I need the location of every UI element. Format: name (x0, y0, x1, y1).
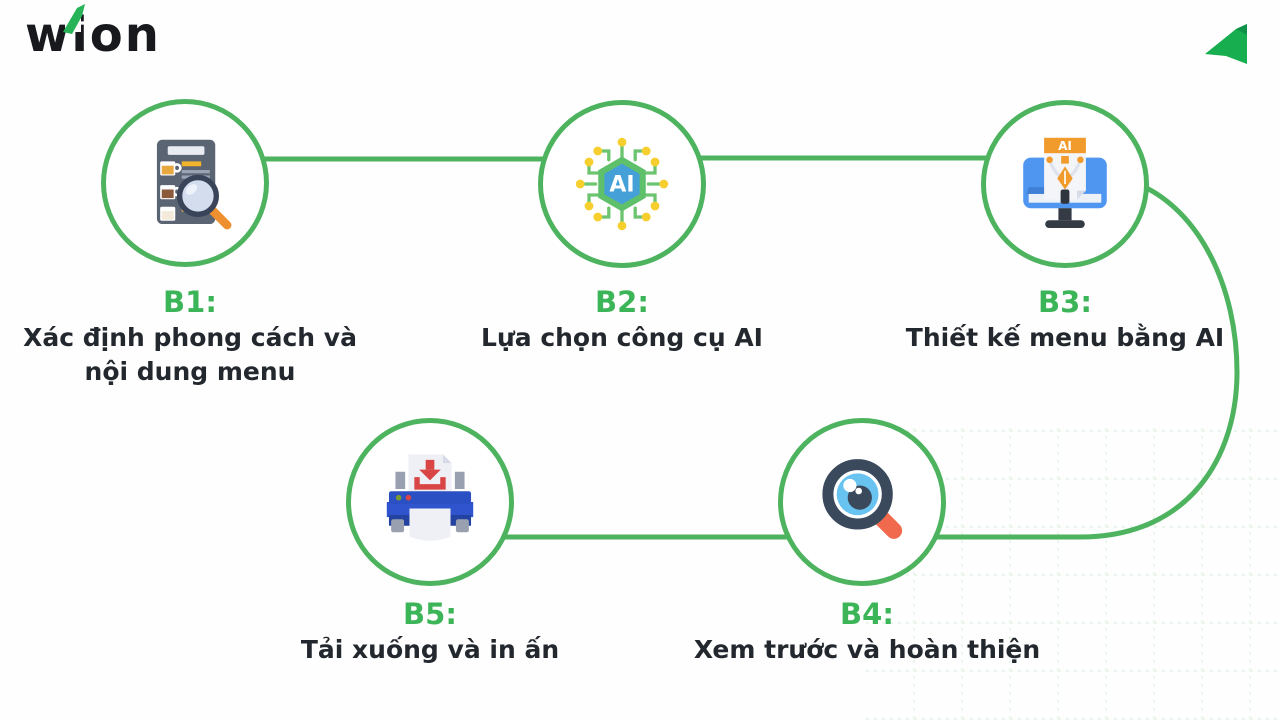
step-title: Lựa chọn công cụ AI (481, 323, 763, 352)
step-label: B3: (1038, 285, 1092, 319)
ai-chip-icon: AI (575, 137, 669, 231)
step-caption-b4: B4: Xem trước và hoàn thiện (677, 598, 1057, 667)
corner-arrow-icon (1205, 24, 1247, 64)
step-label: B5: (403, 597, 457, 631)
ai-doc-text: AI (1058, 139, 1072, 153)
step-title: Tải xuống và in ấn (300, 635, 560, 664)
step-title: Thiết kế menu bằng AI (905, 323, 1225, 352)
step-circle-b2: AI (538, 100, 706, 268)
step-caption-b3: B3: Thiết kế menu bằng AI (875, 286, 1255, 355)
background-grid (866, 428, 1280, 720)
step-caption-b2: B2: Lựa chọn công cụ AI (442, 286, 802, 355)
step-caption-b1: B1: Xác định phong cách và nội dung menu (10, 286, 370, 389)
ai-chip-text: AI (609, 173, 634, 198)
step-caption-b5: B5: Tải xuống và in ấn (250, 598, 610, 667)
preview-eye-magnifier-icon (822, 459, 903, 539)
connector-b3-b4-curve (859, 181, 1240, 540)
step-label: B1: (163, 285, 217, 319)
step-circle-b3: AI (981, 100, 1149, 268)
step-title: Xem trước và hoàn thiện (693, 635, 1041, 664)
step-circle-b5 (346, 418, 514, 586)
step-circle-b1 (101, 99, 269, 267)
step-label: B2: (595, 285, 649, 319)
brand-logo: wion (25, 7, 161, 63)
printer-download-icon (386, 454, 474, 541)
step-circle-b4 (778, 418, 946, 586)
step-label: B4: (840, 597, 894, 631)
step-title: Xác định phong cách và nội dung menu (23, 323, 357, 386)
menu-search-icon (156, 139, 232, 230)
ai-design-monitor-icon: AI (1023, 137, 1107, 228)
logo-arrow-icon (63, 4, 85, 34)
